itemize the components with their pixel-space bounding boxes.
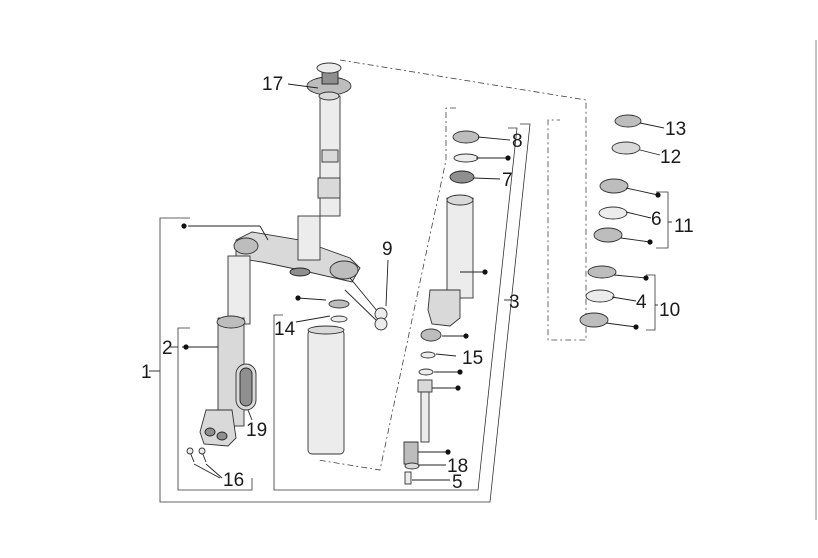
dashed-bracket-steering xyxy=(339,59,587,341)
inner-tube-part xyxy=(307,299,350,455)
callout-10: 10 xyxy=(659,300,680,321)
screws-part xyxy=(186,447,207,463)
bracket-group-11 xyxy=(656,191,669,249)
callout-14: 14 xyxy=(274,319,296,340)
callout-16: 16 xyxy=(223,470,244,491)
callout-6: 6 xyxy=(651,209,662,230)
callout-12: 12 xyxy=(660,147,681,168)
callout-3: 3 xyxy=(509,292,520,313)
assembly-dots xyxy=(181,155,661,455)
bracket-group-2 xyxy=(177,327,253,491)
callout-4: 4 xyxy=(636,292,647,313)
callout-8: 8 xyxy=(512,131,523,152)
bearing-set-part xyxy=(579,114,642,328)
callout-15: 15 xyxy=(462,348,483,369)
callout-5: 5 xyxy=(452,472,463,493)
dashed-bracket-tube xyxy=(317,107,456,471)
leader-lines xyxy=(182,83,665,481)
callout-18: 18 xyxy=(447,456,468,477)
callout-9: 9 xyxy=(382,239,393,260)
bolts-part xyxy=(344,277,388,331)
left-fork-leg-part xyxy=(199,255,251,447)
bracket-group-10 xyxy=(646,274,656,331)
callout-7: 7 xyxy=(502,170,513,191)
callout-19: 19 xyxy=(246,420,267,441)
callout-11: 11 xyxy=(674,216,694,237)
callout-13: 13 xyxy=(665,119,686,140)
bracket-group-3 xyxy=(273,127,518,491)
fork-cover-part xyxy=(235,363,257,411)
steering-stem-part xyxy=(306,62,352,217)
bracket-group-1 xyxy=(159,123,531,503)
callout-17: 17 xyxy=(262,74,283,95)
callout-labels: 1 2 3 4 5 6 7 8 9 10 11 12 13 14 15 16 1… xyxy=(141,74,694,493)
callout-1: 1 xyxy=(141,362,152,383)
callout-2: 2 xyxy=(162,338,173,359)
fork-crown-part xyxy=(233,215,361,283)
right-fork-leg-part xyxy=(403,130,480,485)
